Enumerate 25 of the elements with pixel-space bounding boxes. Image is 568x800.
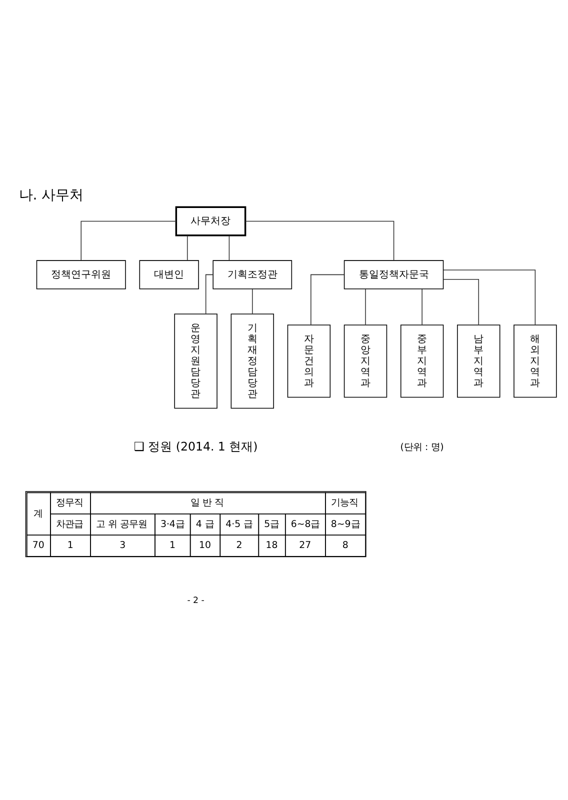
label: 4 급 [196, 518, 214, 530]
label: - 2 - [187, 596, 204, 606]
label: 고 위 공무원 [96, 518, 148, 530]
label: (단위 : 명) [400, 442, 444, 453]
label: 6~8급 [290, 518, 320, 530]
label: 70 [32, 540, 44, 552]
label: 기능직 [330, 498, 358, 509]
label: 10 [198, 540, 211, 552]
label: 8~9급 [330, 518, 360, 530]
label: 1 [170, 540, 176, 552]
label: 3 [120, 540, 126, 552]
label: 5급 [264, 518, 280, 530]
diagram-title: 나. 사무처 [18, 188, 84, 204]
label: ❑ 정원 (2014. 1 현재) [134, 439, 258, 454]
label: 일 반 직 [190, 498, 224, 509]
label: 27 [299, 540, 312, 552]
label: 18 [266, 540, 278, 552]
label: 계 [34, 508, 43, 520]
label: 1 [67, 540, 74, 552]
label: 정무직 [56, 498, 83, 509]
label: 2 [236, 540, 242, 552]
label: 3·4급 [160, 518, 184, 530]
label: 차관급 [56, 518, 83, 530]
label: 4·5 급 [226, 518, 253, 530]
label: 8 [342, 540, 348, 552]
